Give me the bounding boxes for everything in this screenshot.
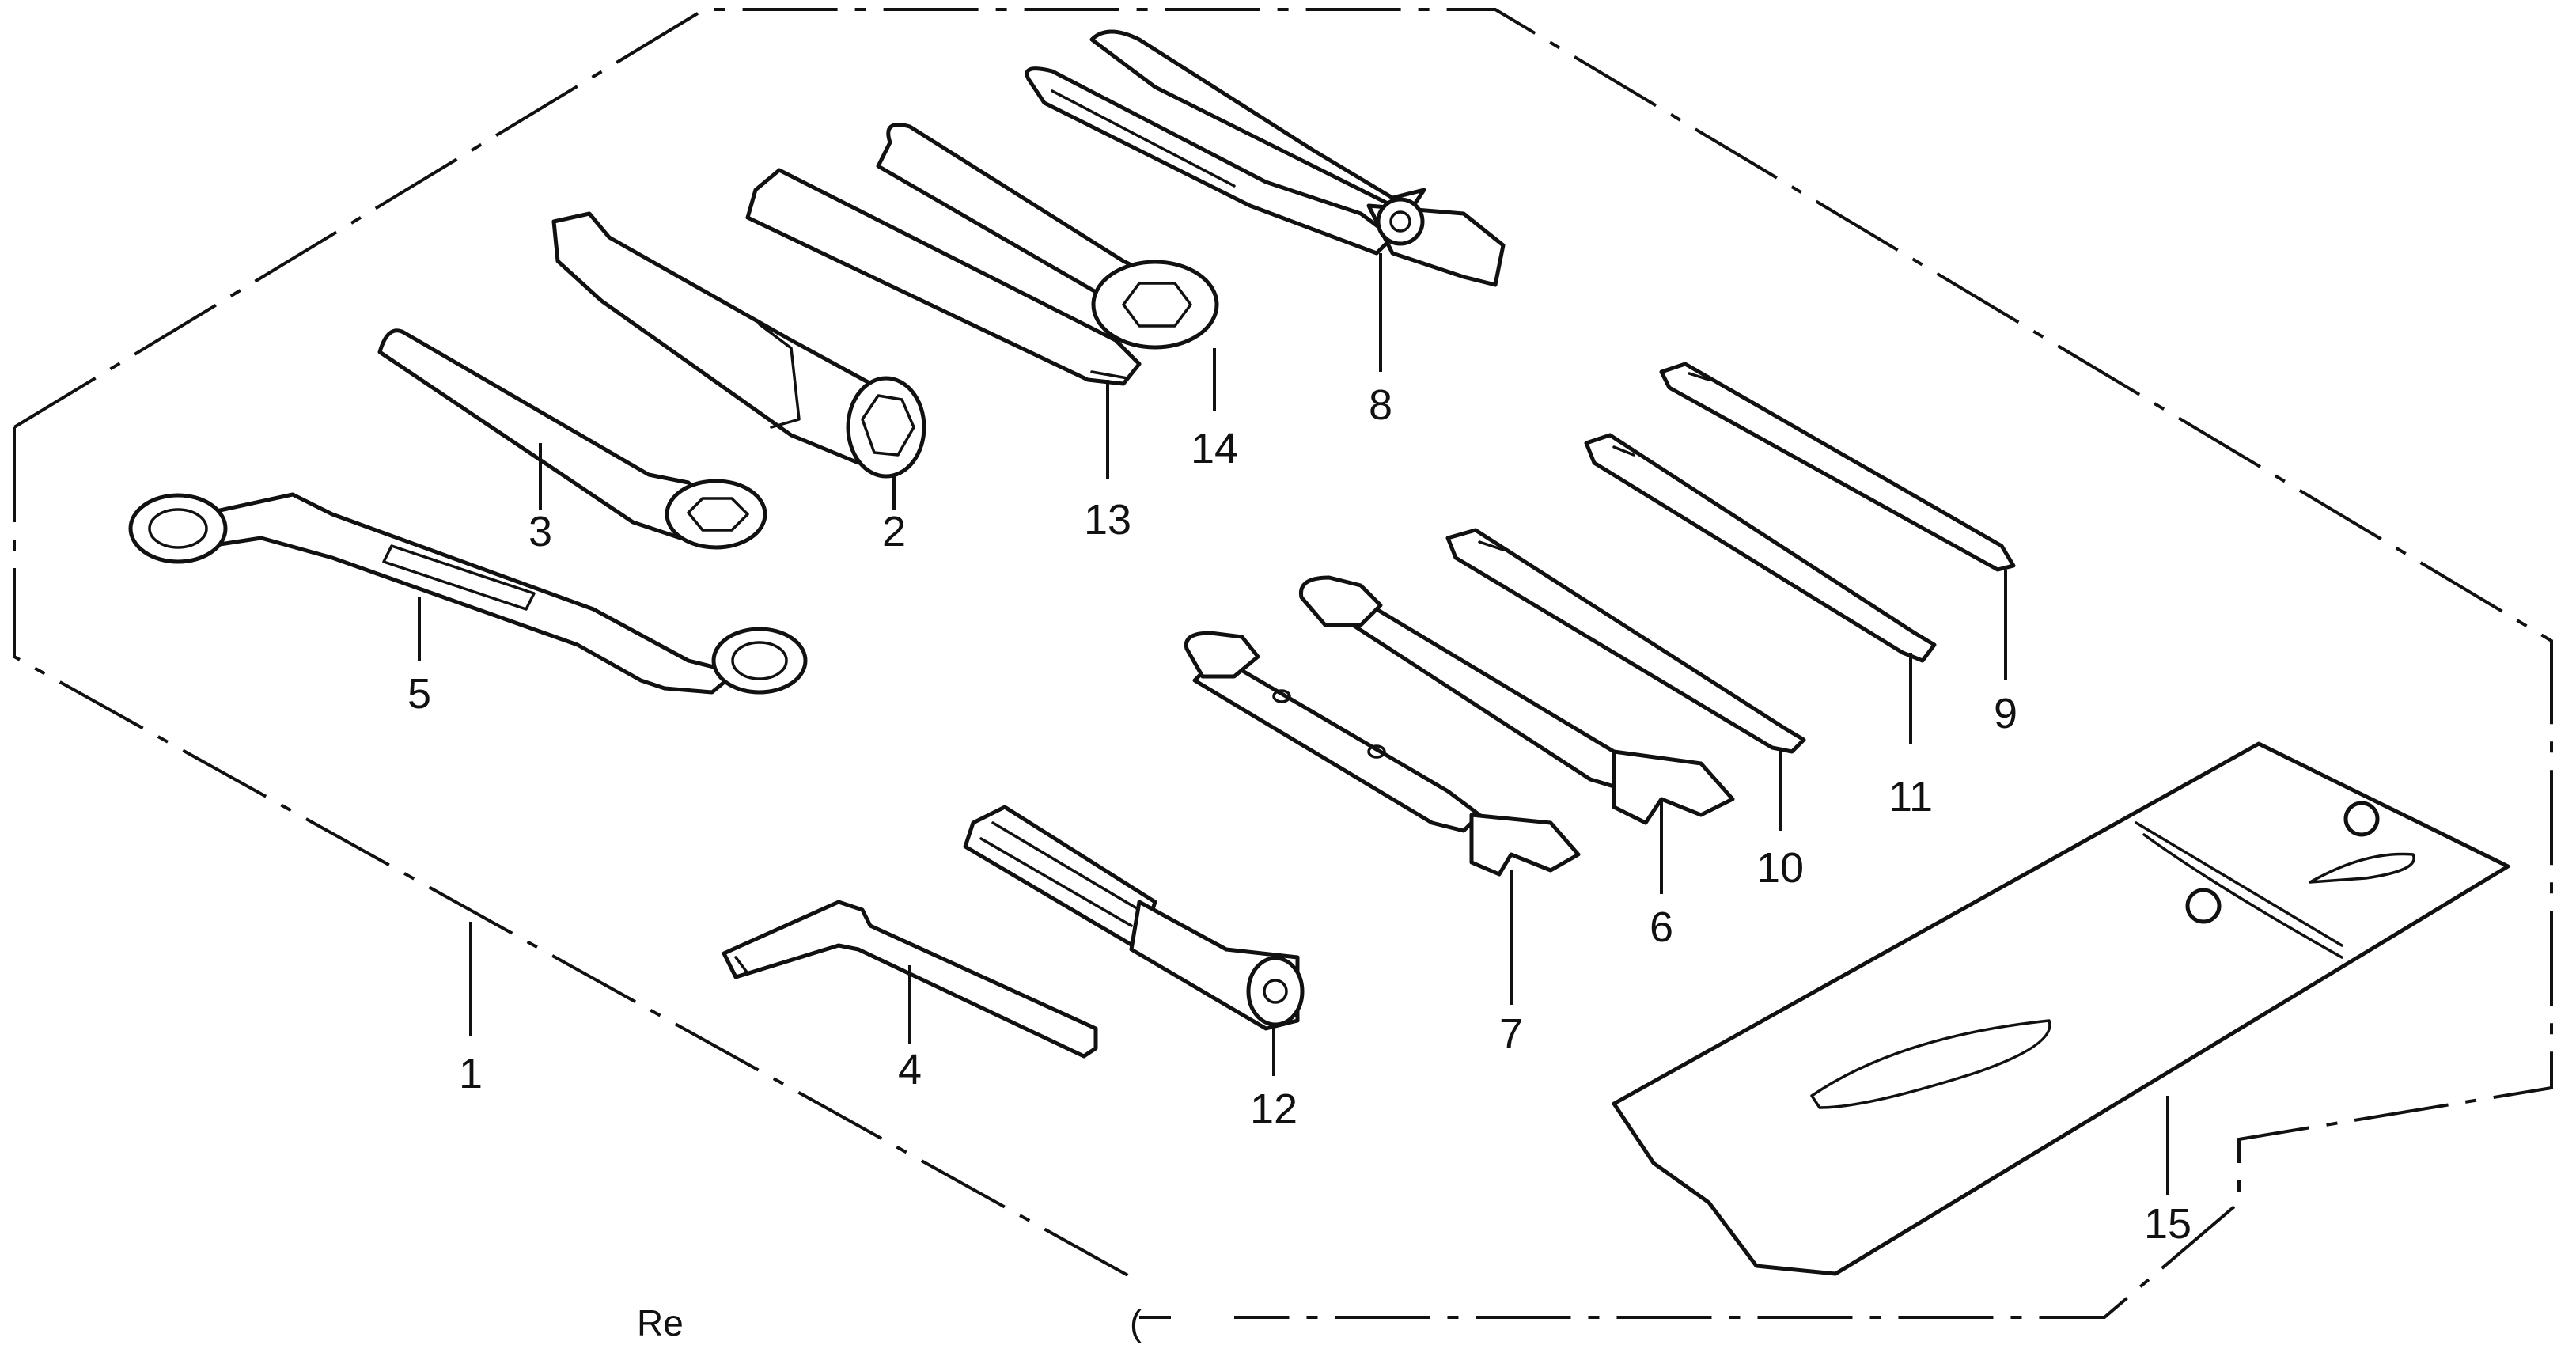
socket-wrench <box>551 211 926 479</box>
box-wrench <box>377 328 767 550</box>
callout-14: 14 <box>1191 425 1238 472</box>
callout-10: 10 <box>1756 844 1804 892</box>
leader-lines <box>418 253 2169 1195</box>
tool-pouch <box>1612 741 2510 1276</box>
callout-9: 9 <box>1994 690 2017 737</box>
box-wrench-offset <box>128 492 808 695</box>
callout-12: 12 <box>1250 1085 1297 1133</box>
pliers <box>1025 29 1506 287</box>
kit-boundary-outline <box>13 8 2553 1319</box>
callout-7: 7 <box>1499 1010 1523 1058</box>
callout-8: 8 <box>1369 381 1392 429</box>
screwdriver-a <box>1659 362 2016 572</box>
open-end-wrench-a <box>1298 575 1735 825</box>
callout-5: 5 <box>407 670 431 718</box>
callout-13: 13 <box>1084 496 1131 544</box>
callout-3: 3 <box>528 508 552 555</box>
footer-fragment-left: Re <box>637 1302 684 1343</box>
callout-11: 11 <box>1888 773 1933 820</box>
callout-1: 1 <box>459 1050 483 1097</box>
screwdriver-c <box>1445 528 1806 754</box>
footer-fragment-right: ( <box>1130 1302 1142 1343</box>
callout-2: 2 <box>882 508 906 555</box>
open-end-wrench-b <box>1184 631 1581 877</box>
ring-spanner <box>876 123 1219 350</box>
screwdriver-b <box>1584 433 1937 663</box>
callout-15: 15 <box>2144 1200 2191 1248</box>
callout-labels: 1 2 3 4 5 6 7 8 9 10 11 12 13 14 15 <box>407 381 2191 1248</box>
hex-key <box>722 900 1098 1059</box>
callout-6: 6 <box>1650 904 1673 951</box>
callout-4: 4 <box>898 1046 922 1093</box>
flat-bar-handle <box>745 168 1142 386</box>
screwdriver-handle <box>963 805 1305 1031</box>
